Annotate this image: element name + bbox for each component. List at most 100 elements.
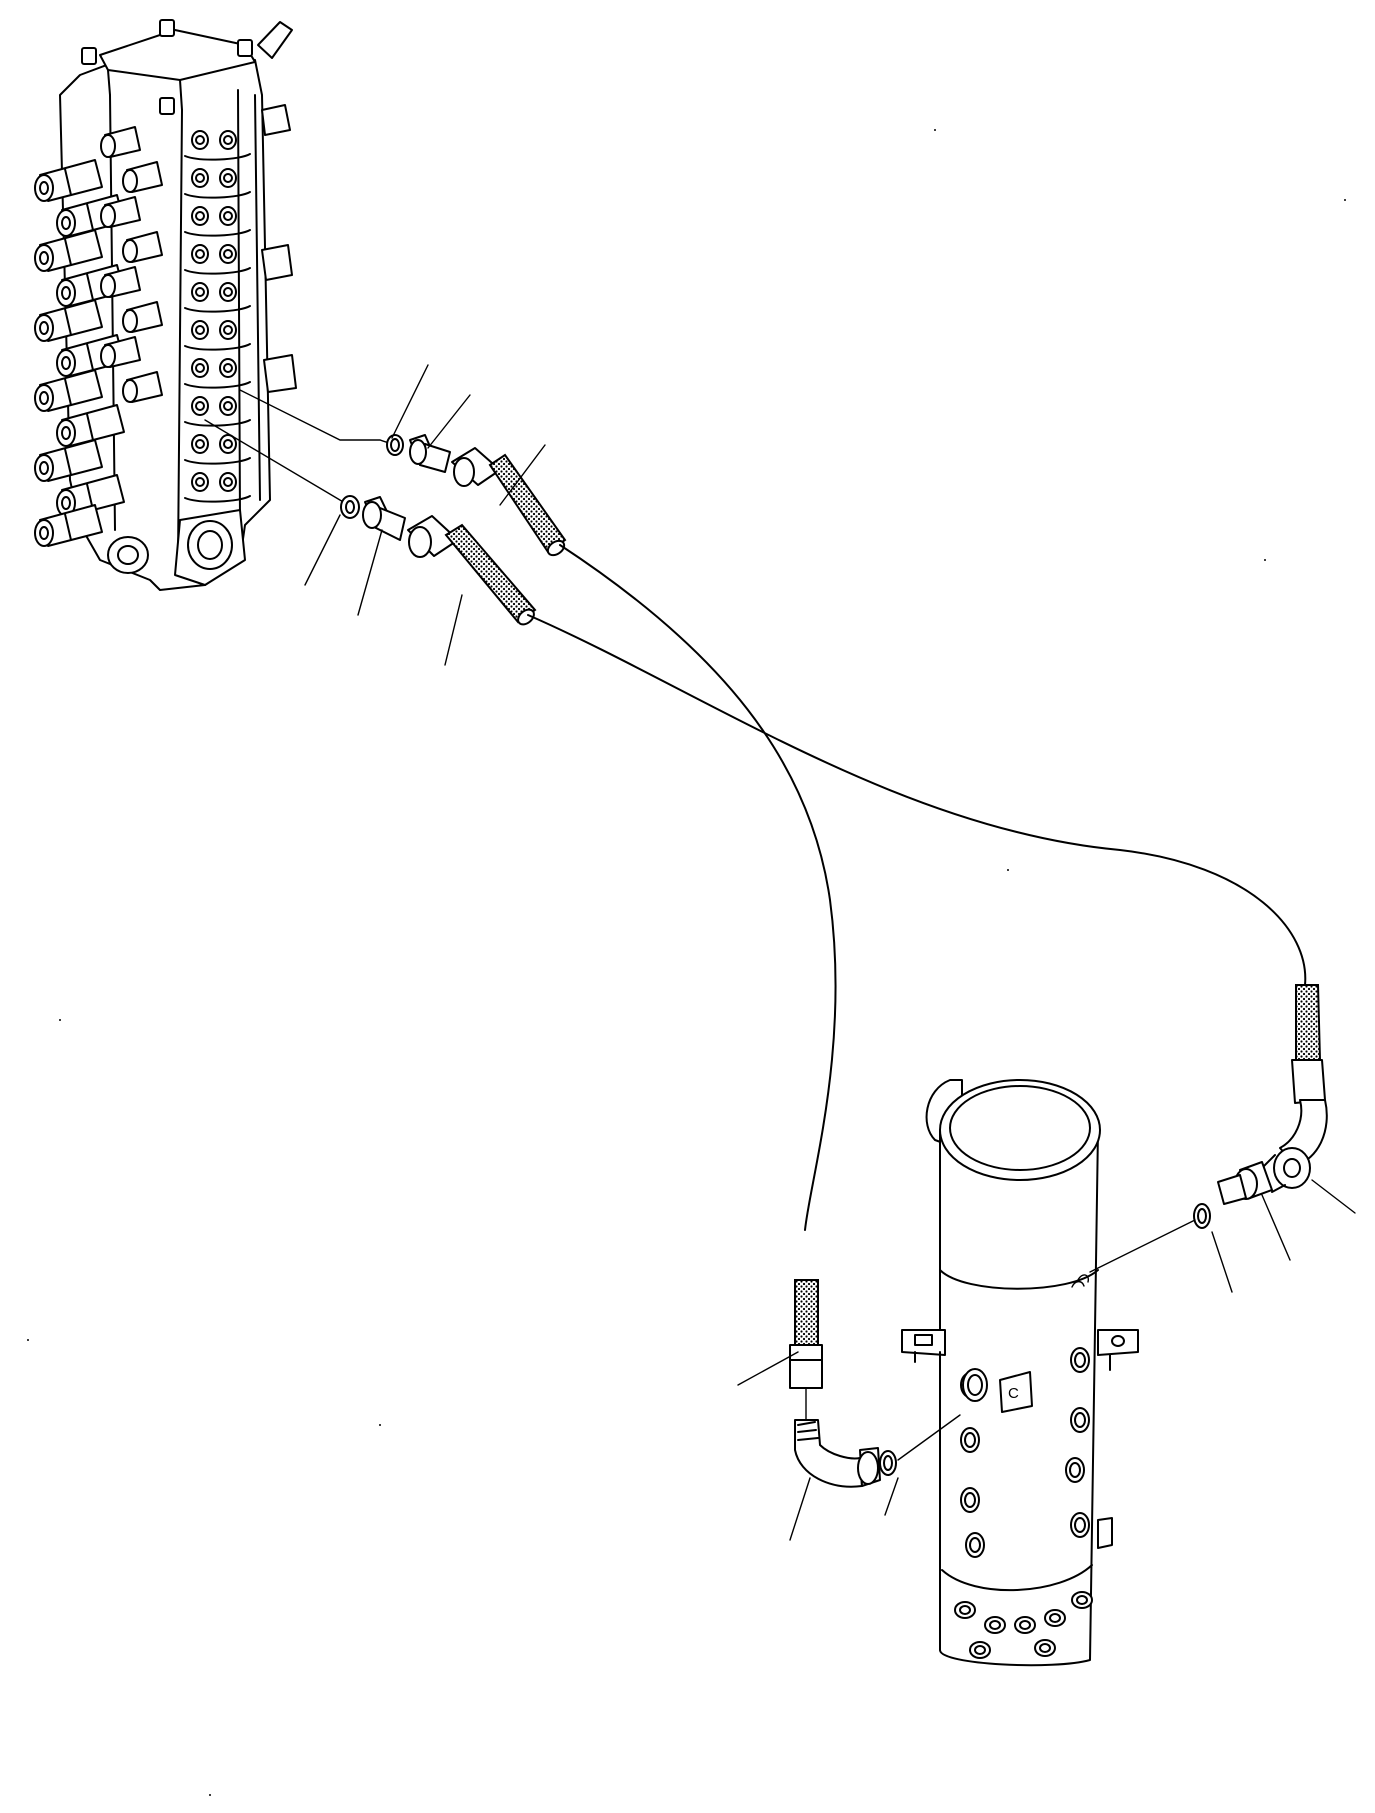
swivel-bottom-hole [984, 1616, 1006, 1634]
swivel-bottom-hole-bore [1076, 1595, 1088, 1605]
swivel-bottom-hole [1034, 1639, 1056, 1657]
valve-section-seam [184, 381, 251, 389]
valve-port-hole [219, 396, 237, 416]
right-elbow-nut [1261, 1147, 1311, 1193]
valve-port-hole [191, 282, 209, 302]
swivel-port-bore [1069, 1462, 1081, 1478]
valve-spool-bore [39, 526, 49, 540]
valve-port-bore [195, 211, 205, 221]
hose-upper-line [559, 544, 837, 1231]
valve-spool-bore [61, 356, 71, 370]
right-o-ring [1193, 1203, 1211, 1229]
valve-port-bore [223, 287, 233, 297]
bottom-center-line [897, 1414, 961, 1461]
right-fitting-set [1089, 984, 1328, 1273]
swivel-top-mark [1077, 1274, 1090, 1283]
control-valve-block [34, 19, 297, 591]
valve-upper-spool-end [100, 204, 116, 228]
valve-bottom-boss [107, 536, 149, 574]
valve-spool-bore [61, 216, 71, 230]
swivel-bottom-hole-bore [1019, 1620, 1031, 1630]
valve-port-hole [191, 206, 209, 226]
valve-port-bore [195, 173, 205, 183]
valve-upper-spool-end [122, 379, 138, 403]
lower-center-line [204, 419, 346, 504]
valve-section-seam [184, 419, 251, 427]
valve-spool-end [56, 419, 76, 447]
valve-port-hole [191, 396, 209, 416]
swivel-side-knob [1097, 1517, 1113, 1549]
swivel-port-hole [965, 1532, 985, 1558]
valve-port-hole [191, 434, 209, 454]
valve-port-hole [191, 472, 209, 492]
valve-port-bore [195, 249, 205, 259]
leader-line [1261, 1194, 1291, 1261]
valve-bottom-port [174, 509, 246, 586]
right-hose-end [1279, 984, 1328, 1166]
swivel-port-c [962, 1368, 988, 1402]
valve-spool-end [34, 519, 54, 547]
valve-upper-spool-end [100, 274, 116, 298]
valve-port-bore [223, 211, 233, 221]
valve-spool-ring [86, 273, 94, 301]
valve-spool [34, 336, 141, 412]
swivel-port-bore [964, 1492, 976, 1508]
right-adapter [1217, 1161, 1273, 1205]
valve-port-bore [195, 325, 205, 335]
valve-port-hole [219, 168, 237, 188]
valve-port-bore [223, 363, 233, 373]
valve-spool-end [56, 349, 76, 377]
valve-top-pipe [257, 21, 293, 59]
valve-port-hole [191, 168, 209, 188]
valve-upper-spool-end [122, 309, 138, 333]
valve-spool-ring [64, 168, 72, 196]
swivel-left-bracket [901, 1329, 946, 1366]
valve-port-bore [223, 173, 233, 183]
swivel-joint: C [901, 1079, 1139, 1667]
valve-top-bolts [81, 19, 253, 115]
swivel-bottom-holes [954, 1591, 1093, 1659]
swivel-bottom-hole-bore [989, 1620, 1001, 1630]
swivel-port-group [960, 1347, 1090, 1558]
valve-spool-end [56, 279, 76, 307]
leader-line [737, 1351, 799, 1386]
valve-upper-spool-end [100, 344, 116, 368]
valve-port-hole [219, 434, 237, 454]
swivel-port-c-bore [967, 1374, 983, 1396]
swivel-port-bore [1074, 1517, 1086, 1533]
right-center-line [1089, 1219, 1196, 1273]
valve-spool [56, 301, 163, 377]
upper-hose-end [451, 447, 567, 557]
bottom-elbow [794, 1419, 881, 1488]
lower-hose-end [407, 515, 537, 626]
valve-spool-bore [61, 496, 71, 510]
valve-section-seam [184, 495, 251, 503]
valve-port-hole [191, 244, 209, 264]
valve-section-seam [184, 457, 251, 465]
valve-spool-ring [64, 513, 72, 541]
swivel-bottom-hole [1014, 1616, 1036, 1634]
valve-port-bore [195, 439, 205, 449]
valve-port-bore [195, 287, 205, 297]
swivel-port-hole [960, 1427, 980, 1453]
port-c-text: C [1008, 1385, 1019, 1402]
valve-port-bore [223, 401, 233, 411]
swivel-bottom-hole-bore [1039, 1643, 1051, 1653]
leader-line [789, 1477, 811, 1541]
valve-spool-ring [64, 238, 72, 266]
leader-line [391, 364, 429, 439]
valve-port-hole [219, 358, 237, 378]
valve-port-group [184, 130, 251, 503]
swivel-port-hole [1070, 1512, 1090, 1538]
valve-port-bore [195, 363, 205, 373]
valve-spool-ring [86, 343, 94, 371]
lower-fitting-set [340, 495, 537, 626]
valve-spool-ring [64, 308, 72, 336]
scan-specks [27, 129, 1346, 1796]
valve-spool [56, 371, 163, 447]
leader-line [499, 444, 546, 506]
valve-port-bore [223, 439, 233, 449]
bottom-hose-end [789, 1279, 823, 1389]
